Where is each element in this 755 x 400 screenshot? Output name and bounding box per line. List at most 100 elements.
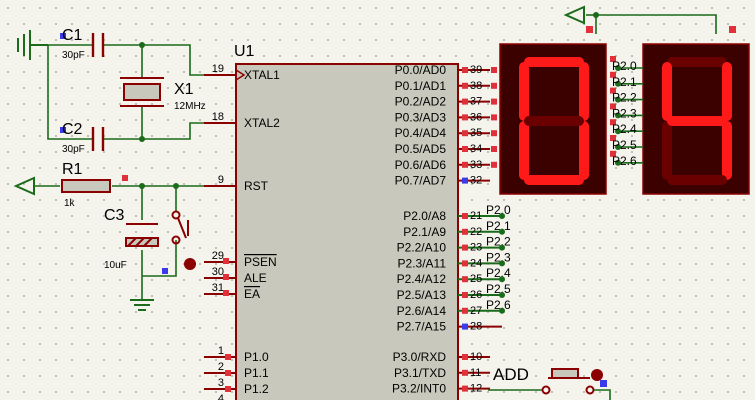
pin-marker-red	[491, 98, 497, 105]
pin-marker	[462, 177, 468, 184]
u1-pin-name: P3.1/TXD	[394, 366, 446, 380]
junction-dot	[173, 183, 179, 189]
net-label: P2.2	[486, 235, 511, 249]
seven-segment-display	[499, 26, 607, 195]
u1-pin-name: P0.5/AD5	[395, 142, 447, 156]
u1-pin[interactable]: 19 XTAL1	[204, 63, 280, 82]
u1-pin-number: 21	[470, 210, 482, 222]
u1-pin-number: 3	[218, 377, 224, 389]
seven-segment-displays	[499, 26, 750, 195]
u1-pin-number: 28	[470, 321, 482, 333]
junction-dot	[139, 136, 145, 142]
u1-pin-name: P0.3/AD3	[395, 110, 447, 124]
pin-marker-red	[462, 354, 468, 360]
u1-pin-number: 23	[470, 242, 482, 254]
pin-marker-blue	[60, 127, 66, 133]
u1-pin-name: P0.6/AD6	[395, 158, 447, 172]
net-label: P2.5	[486, 282, 511, 296]
clock-pin-marker	[235, 69, 246, 81]
u1-pin-number: 9	[218, 174, 224, 186]
net-label: P2.0	[486, 203, 511, 217]
pin-marker	[462, 146, 468, 152]
u1-chip-body[interactable]	[235, 63, 459, 400]
display-net-pin: P2.4	[610, 119, 643, 136]
pin-marker	[462, 244, 468, 251]
x1-crystal[interactable]	[120, 77, 164, 107]
c2-value-label: 30pF	[62, 144, 85, 155]
u1-pin[interactable]: P2.1/A9 22 P2.1	[403, 219, 511, 239]
c3-capacitor[interactable]	[125, 223, 159, 247]
display-net-pins: P2.0P2.1P2.2P2.3P2.4P2.5P2.6	[610, 56, 643, 168]
c3-value-label: 10uF	[104, 260, 127, 271]
u1-pin[interactable]: 3 P1.2	[204, 377, 269, 396]
u1-pin-name: EA	[244, 287, 260, 301]
junction-dot	[593, 12, 599, 18]
pin-marker	[462, 130, 468, 137]
net-label: P2.1	[486, 219, 511, 233]
u1-pin-name: P1.0	[244, 350, 269, 364]
r1-resistor[interactable]	[61, 179, 111, 193]
reset-button-knob[interactable]	[184, 258, 196, 270]
net-label: P2.0	[612, 59, 637, 73]
u1-pin[interactable]: 13	[458, 398, 490, 400]
c2-capacitor[interactable]	[91, 127, 105, 151]
u1-pin-name: P2.1/A9	[403, 225, 446, 239]
ground-symbol-top	[17, 30, 48, 60]
pin-marker-red	[225, 354, 231, 360]
junction-dot	[139, 42, 145, 48]
reset-pushbutton[interactable]	[171, 210, 189, 245]
u1-pin-name: XTAL1	[244, 68, 280, 82]
u1-pin-number: 19	[212, 63, 224, 75]
u1-pin-number: 25	[470, 273, 482, 285]
pin-marker	[462, 82, 468, 89]
pin-marker-red	[491, 161, 497, 168]
u1-pin-name: P1.2	[244, 382, 269, 396]
u1-pin-number: 18	[212, 111, 224, 123]
u1-pin-number: 29	[212, 250, 224, 262]
pin-marker-red	[225, 386, 231, 392]
u1-pin-name: P2.4/A12	[397, 272, 447, 286]
pin-marker-red	[491, 130, 497, 137]
add-pushbutton[interactable]	[541, 368, 595, 395]
u1-pin-number: 26	[470, 289, 482, 301]
add-button-knob[interactable]	[591, 369, 603, 381]
u1-pin[interactable]: 4	[204, 393, 236, 400]
pin-marker-red	[223, 258, 229, 264]
pin-marker-red	[491, 82, 497, 89]
c2-ref-label: C2	[62, 121, 83, 138]
display-net-pin: P2.1	[610, 71, 643, 89]
c1-capacitor[interactable]	[91, 33, 105, 57]
pin-marker	[462, 98, 468, 105]
u1-pin-number: 22	[470, 226, 482, 238]
junction-dot	[499, 276, 505, 283]
